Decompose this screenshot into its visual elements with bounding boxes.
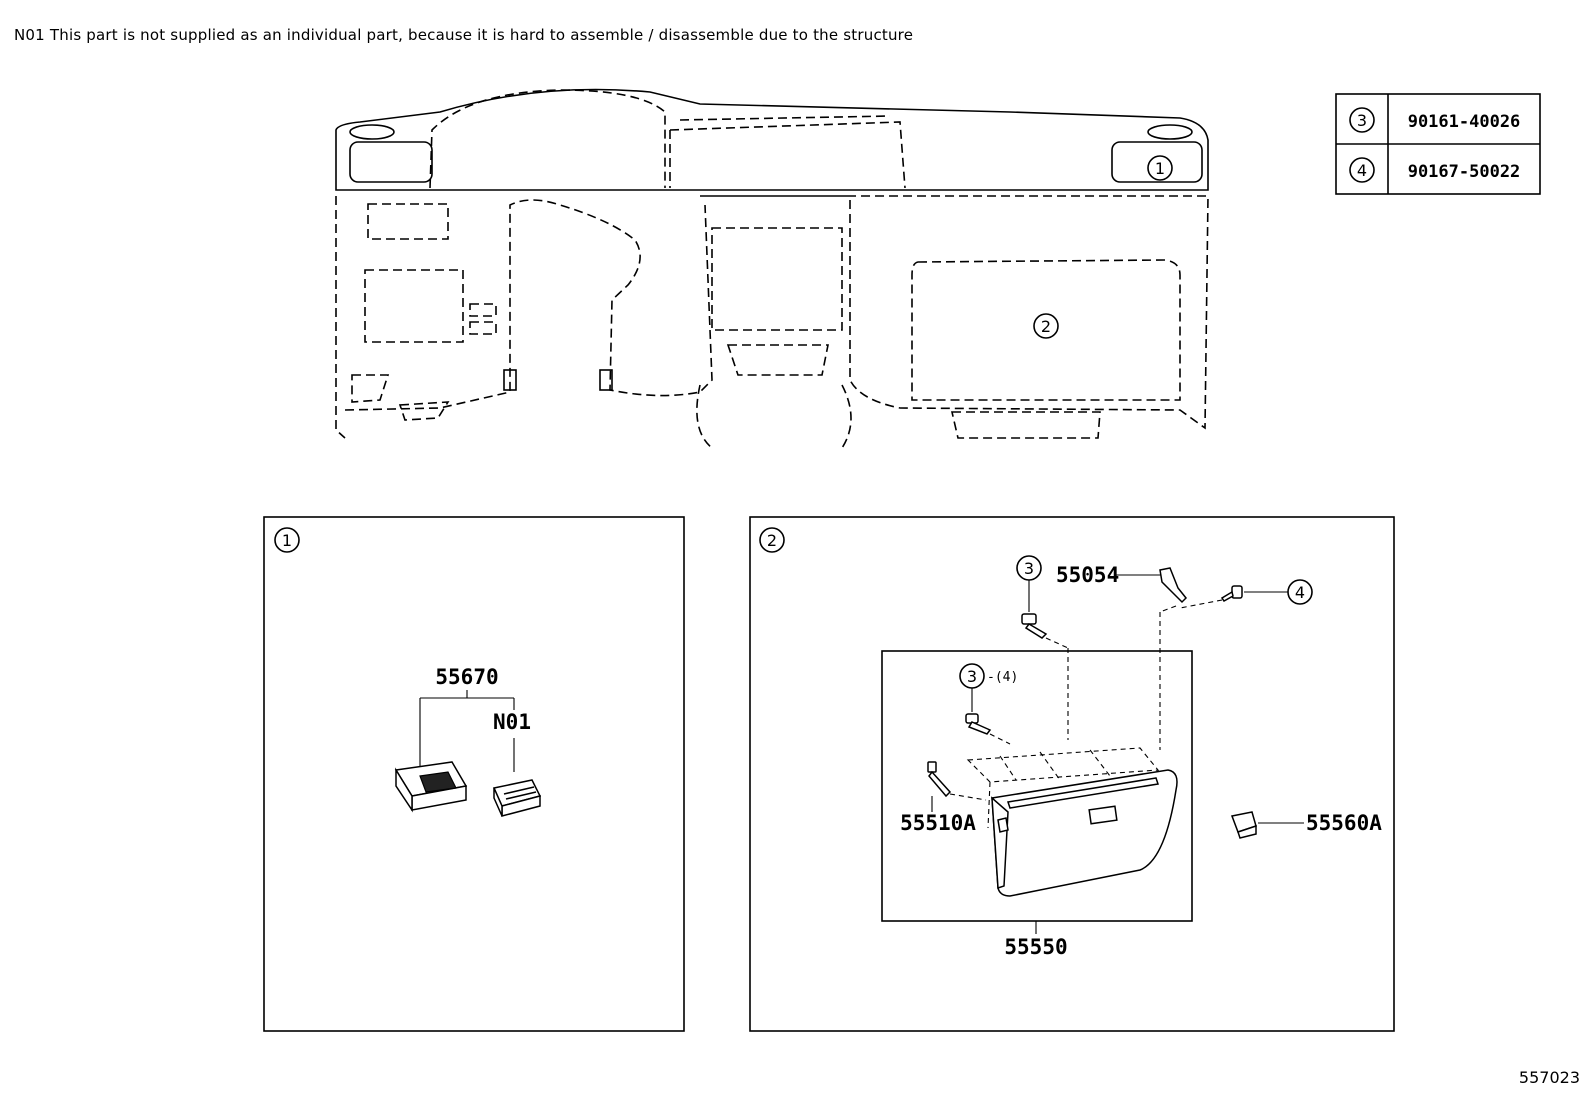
vent-n01-icon [492,779,542,817]
dash-lower-outline [335,195,1209,439]
left-switch-b [469,321,497,335]
panel-2-ref: 2 [759,527,785,553]
hinge-pin-dash [1159,605,1177,613]
part-55054-label[interactable]: 55054 [1056,563,1119,587]
screw-inner-icon [965,713,992,735]
svg-text:3: 3 [1024,559,1034,578]
screw-ref-3-top[interactable]: 3 [1016,555,1042,581]
supply-note: N01 This part is not supplied as an indi… [14,26,914,44]
glovebox-area [911,259,1181,401]
lower-center-trim [950,411,1101,439]
left-lower-panel [364,269,464,343]
damper-icon [927,761,952,798]
part-55550-label[interactable]: 55550 [1004,935,1067,959]
column-stub-right [599,369,613,391]
svg-text:1: 1 [282,531,292,550]
panel-1-frame [263,516,685,1032]
left-switch-a [469,303,497,317]
detail-panel-2: 2 55550 3 55054 4 [749,516,1395,1032]
screw-4-icon [1220,585,1243,602]
left-switch-panel [367,203,449,240]
detail-panel-1: 1 55670 N01 [263,516,685,1032]
panel-2-frame [749,516,1395,1032]
fastener-table: 3 90161-40026 4 90167-50022 [1335,93,1541,195]
striker-icon [1230,811,1257,839]
right-vent [1111,141,1203,183]
panel-1-ref: 1 [274,527,300,553]
vent-assembly-icon [394,761,468,813]
screw-ref-3-inner[interactable]: 3 -(4) [959,663,1018,689]
fastener-row-3[interactable]: 3 90161-40026 [1349,107,1521,133]
overview-callout-1[interactable]: 1 [1147,155,1173,181]
left-lower-trim [398,401,450,421]
part-55560a-label[interactable]: 55560A [1306,811,1382,835]
center-console [696,227,852,449]
svg-text:1: 1 [1155,159,1165,178]
diagram-id: 557023 [1518,1068,1580,1087]
svg-text:3: 3 [967,667,977,686]
left-vent [349,141,433,183]
screw-top-dash [1045,637,1069,649]
svg-text:90161-40026: 90161-40026 [1408,112,1521,132]
speaker-right [1147,124,1193,140]
part-55510a-label[interactable]: 55510A [900,811,976,835]
svg-text:4: 4 [1295,583,1305,602]
svg-text:4: 4 [1357,161,1367,180]
svg-text:-(4): -(4) [987,670,1018,685]
damper-dash [949,793,987,801]
dashboard-overview: 1 2 [335,88,1209,449]
svg-text:90167-50022: 90167-50022 [1408,162,1521,182]
screw-ref-4[interactable]: 4 [1287,579,1313,605]
hinge-pin-icon [1159,567,1188,604]
cluster-hood [429,89,666,189]
fastener-row-4[interactable]: 4 90167-50022 [1349,157,1521,183]
screw-inner-dash [989,733,1011,745]
svg-text:2: 2 [767,531,777,550]
overview-callout-2[interactable]: 2 [1033,313,1059,339]
left-knee-panel [351,374,390,403]
screw-4-dash [1179,599,1223,609]
svg-text:3: 3 [1357,111,1367,130]
column-stub-left [503,369,517,391]
part-55670-label[interactable]: 55670 [435,665,498,689]
panel-1-leaders [419,690,515,772]
screw-top-icon [1021,613,1048,639]
svg-text:2: 2 [1041,317,1051,336]
dash-upper-outline [335,88,1209,191]
part-n01-label[interactable]: N01 [493,710,531,734]
center-vents [669,115,906,189]
glovebox-assy-frame [881,650,1193,922]
speaker-left [349,124,395,140]
glovebox-icon [966,747,1178,897]
